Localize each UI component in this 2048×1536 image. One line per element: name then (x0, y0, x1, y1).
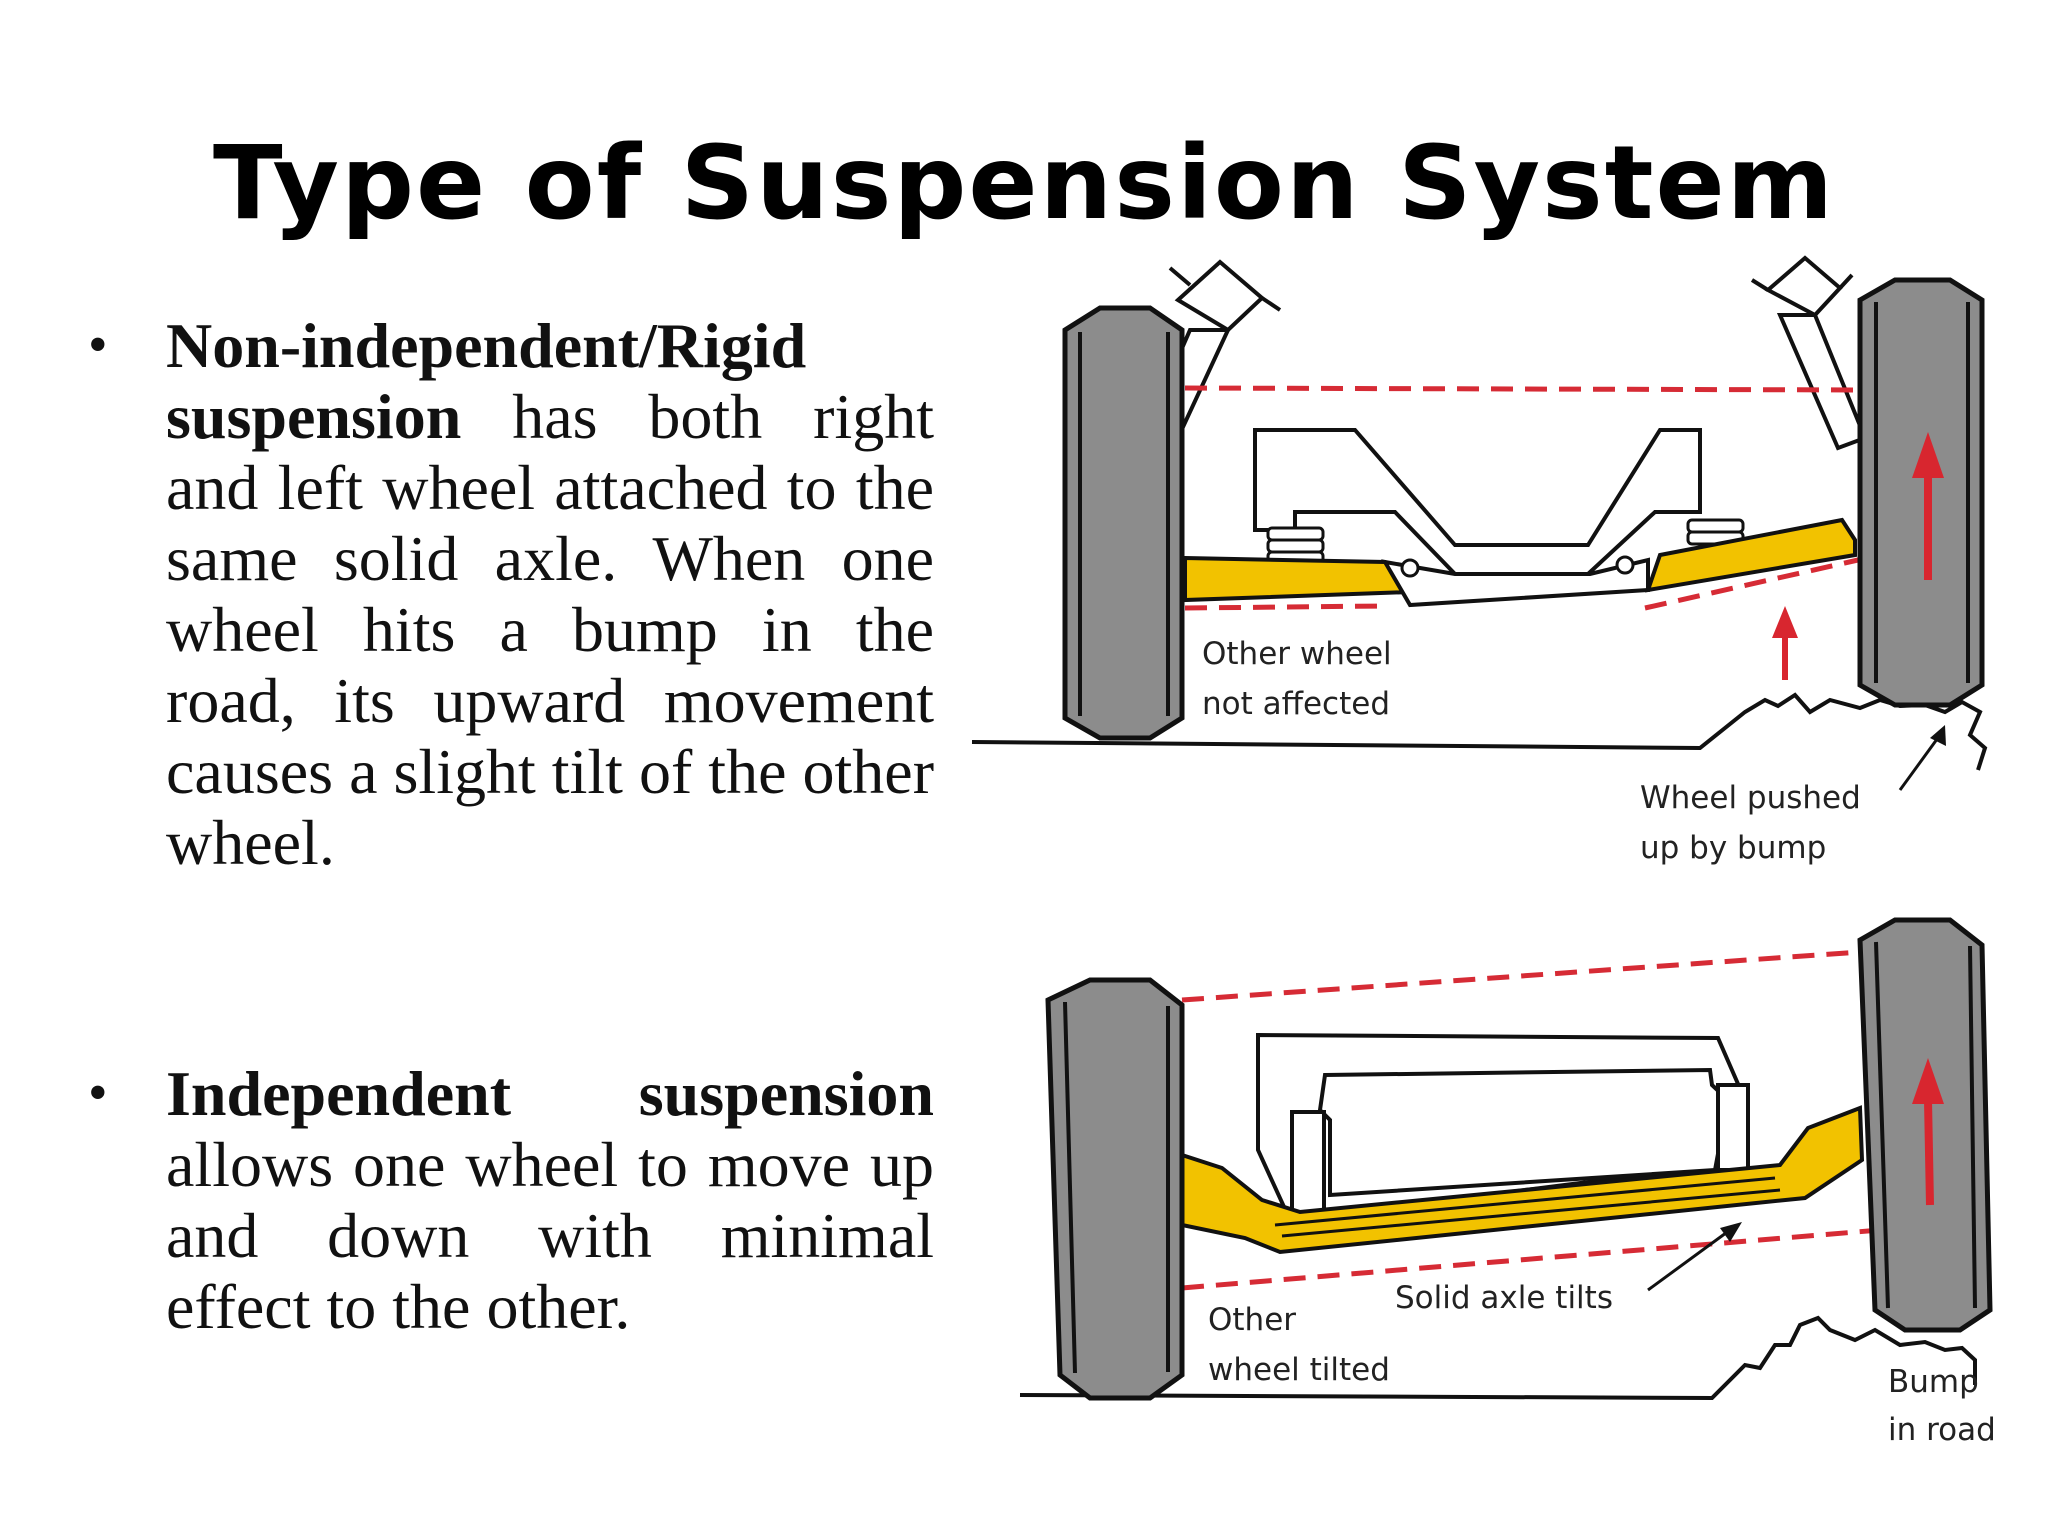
label-other-line2: wheel tilted (1208, 1352, 1390, 1388)
pointer-arrow-icon (1647, 1222, 1742, 1292)
rigid-axle-diagram: Other wheel not affected Wheel pushed up… (971, 255, 1988, 866)
solid-axle (1183, 555, 1415, 603)
label-wheel-pushed-line1: Wheel pushed (1640, 780, 1861, 816)
bullet-marker: • (88, 1062, 108, 1124)
solid-axle (1645, 517, 1857, 593)
pointer-arrow-icon (1898, 725, 1946, 791)
arrow-up-icon (1912, 432, 1944, 580)
slide-title: Type of Suspension System (213, 124, 1835, 243)
label-wheel-pushed-line2: up by bump (1640, 830, 1826, 866)
tire-left (1045, 977, 1185, 1401)
reference-line (1184, 385, 1863, 393)
bullet-term: Independent suspension (166, 1058, 934, 1129)
vehicle-frame (1253, 428, 1702, 576)
bullet-text: Non-independent/Rigid suspension has bot… (166, 310, 934, 878)
label-bump-line2: in road (1888, 1412, 1996, 1448)
bullet-text: Independent suspension allows one wheel … (166, 1058, 934, 1342)
suspension-diagrams: Other wheel not affected Wheel pushed up… (971, 255, 1996, 1448)
tire-right (1857, 277, 1985, 708)
label-solid-axle: Solid axle tilts (1395, 1280, 1613, 1316)
solid-axle (1180, 1105, 1865, 1255)
independent-axle-diagram: Other wheel tilted Solid axle tilts Bump… (1019, 917, 1996, 1448)
arrow-up-icon (1912, 1058, 1944, 1206)
bullet-marker: • (88, 314, 108, 376)
reference-line (1181, 1227, 1881, 1291)
reference-line (1644, 557, 1859, 611)
tire-left (1062, 305, 1185, 741)
road-line (1019, 1315, 1977, 1401)
reference-line (1184, 603, 1386, 611)
bullet-non-independent: • Non-independent/Rigid suspension has b… (88, 310, 934, 878)
bullet-independent: • Independent suspension allows one whee… (88, 1058, 934, 1342)
reference-line (1181, 949, 1861, 1003)
shock-absorber-right (1750, 255, 1868, 451)
bullet-term: Non-independent/Rigid suspension (166, 310, 807, 452)
label-other-wheel-line2: not affected (1202, 686, 1390, 722)
road-line (971, 692, 1988, 771)
bullet-description: allows one wheel to move up and down wit… (166, 1129, 934, 1342)
arrow-up-icon (1772, 606, 1798, 680)
label-bump-line1: Bump (1888, 1364, 1979, 1400)
label-other-wheel-line1: Other wheel (1202, 636, 1392, 672)
label-other-line1: Other (1208, 1302, 1296, 1338)
bullet-description: has both right and left wheel attached t… (166, 381, 934, 878)
